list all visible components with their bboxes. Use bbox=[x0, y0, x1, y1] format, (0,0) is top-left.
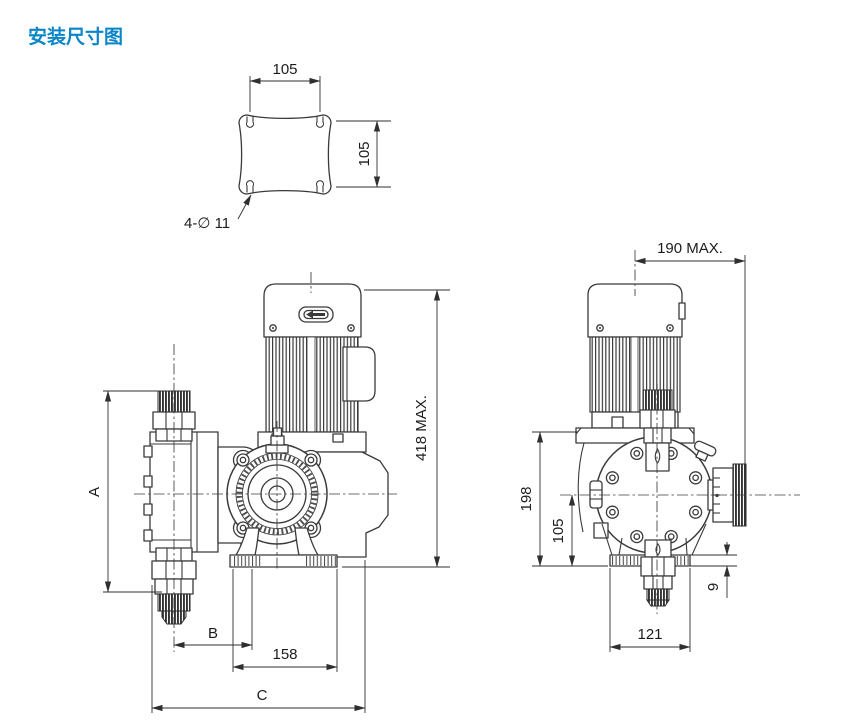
bleed-valve-side bbox=[693, 440, 717, 462]
mount-slot-top-left bbox=[245, 116, 255, 128]
dim-label: 105 bbox=[356, 141, 373, 166]
dim-label: 105 bbox=[272, 61, 297, 78]
dim-label: 418 MAX. bbox=[413, 395, 430, 461]
hole-callout: 4-∅ 11 bbox=[184, 194, 252, 232]
leg-edge bbox=[601, 523, 613, 556]
dim-hole-spacing-y: 105 bbox=[336, 120, 391, 188]
motor-fan-cover-side bbox=[587, 283, 683, 338]
page-title: 安装尺寸图 bbox=[28, 27, 124, 48]
mount-slot-top-right bbox=[315, 116, 325, 128]
head-bolt bbox=[143, 445, 153, 458]
dim-label: 105 bbox=[550, 518, 567, 543]
dim-a-valve-spacing: A bbox=[86, 390, 162, 593]
dim-base-depth: 121 bbox=[609, 568, 691, 652]
side-view-pump: 190 MAX. 198 105 9 bbox=[518, 240, 800, 652]
dim-c-overall-width: C bbox=[151, 560, 366, 713]
dim-label: C bbox=[257, 687, 268, 704]
dim-center-height: 105 bbox=[550, 494, 576, 567]
dim-height-flange: 198 bbox=[518, 431, 608, 567]
dim-label: A bbox=[86, 487, 103, 497]
dim-base-width: 158 bbox=[232, 569, 338, 672]
suction-fitting-top bbox=[152, 390, 196, 442]
mount-slot-bottom-left bbox=[245, 180, 255, 193]
dim-total-height: 418 MAX. bbox=[342, 289, 450, 568]
hole-callout-label: 4-∅ 11 bbox=[184, 215, 230, 232]
discharge-fitting-side bbox=[640, 539, 676, 607]
motor-seam bbox=[306, 336, 316, 433]
plan-view-base-plate: 105 105 4-∅ 11 bbox=[184, 61, 391, 232]
head-bolt bbox=[143, 503, 153, 516]
hinge-pin bbox=[589, 480, 603, 509]
dim-b-valve-to-hole: B bbox=[173, 569, 253, 650]
front-view-pump: A 418 MAX. B 158 bbox=[86, 272, 450, 713]
head-bolt bbox=[143, 475, 153, 488]
dim-depth-max: 190 MAX. bbox=[634, 240, 746, 468]
head-bolts-side bbox=[605, 446, 703, 544]
head-bolt bbox=[143, 529, 153, 542]
dim-label: 190 MAX. bbox=[657, 240, 723, 257]
cover-tab bbox=[678, 302, 686, 320]
suction-fitting-side bbox=[639, 389, 676, 472]
pump-head-body bbox=[149, 431, 219, 553]
dim-hole-spacing-x: 105 bbox=[249, 61, 321, 112]
band-tab bbox=[611, 416, 624, 429]
flange-bolt-right bbox=[332, 433, 344, 443]
rotation-arrow-icon bbox=[306, 310, 325, 319]
dim-plate-thickness: 9 bbox=[690, 542, 737, 598]
dim-label: 198 bbox=[518, 486, 535, 511]
terminal-box bbox=[342, 346, 376, 402]
bracket-edge bbox=[577, 442, 585, 533]
base-plate-outline bbox=[238, 114, 332, 195]
hinge-block bbox=[593, 522, 609, 539]
mount-slot-bottom-right bbox=[315, 180, 325, 193]
dim-label: 121 bbox=[637, 626, 662, 643]
dim-label: B bbox=[208, 625, 218, 642]
dim-label: 9 bbox=[705, 583, 722, 591]
dim-label: 158 bbox=[272, 646, 297, 663]
